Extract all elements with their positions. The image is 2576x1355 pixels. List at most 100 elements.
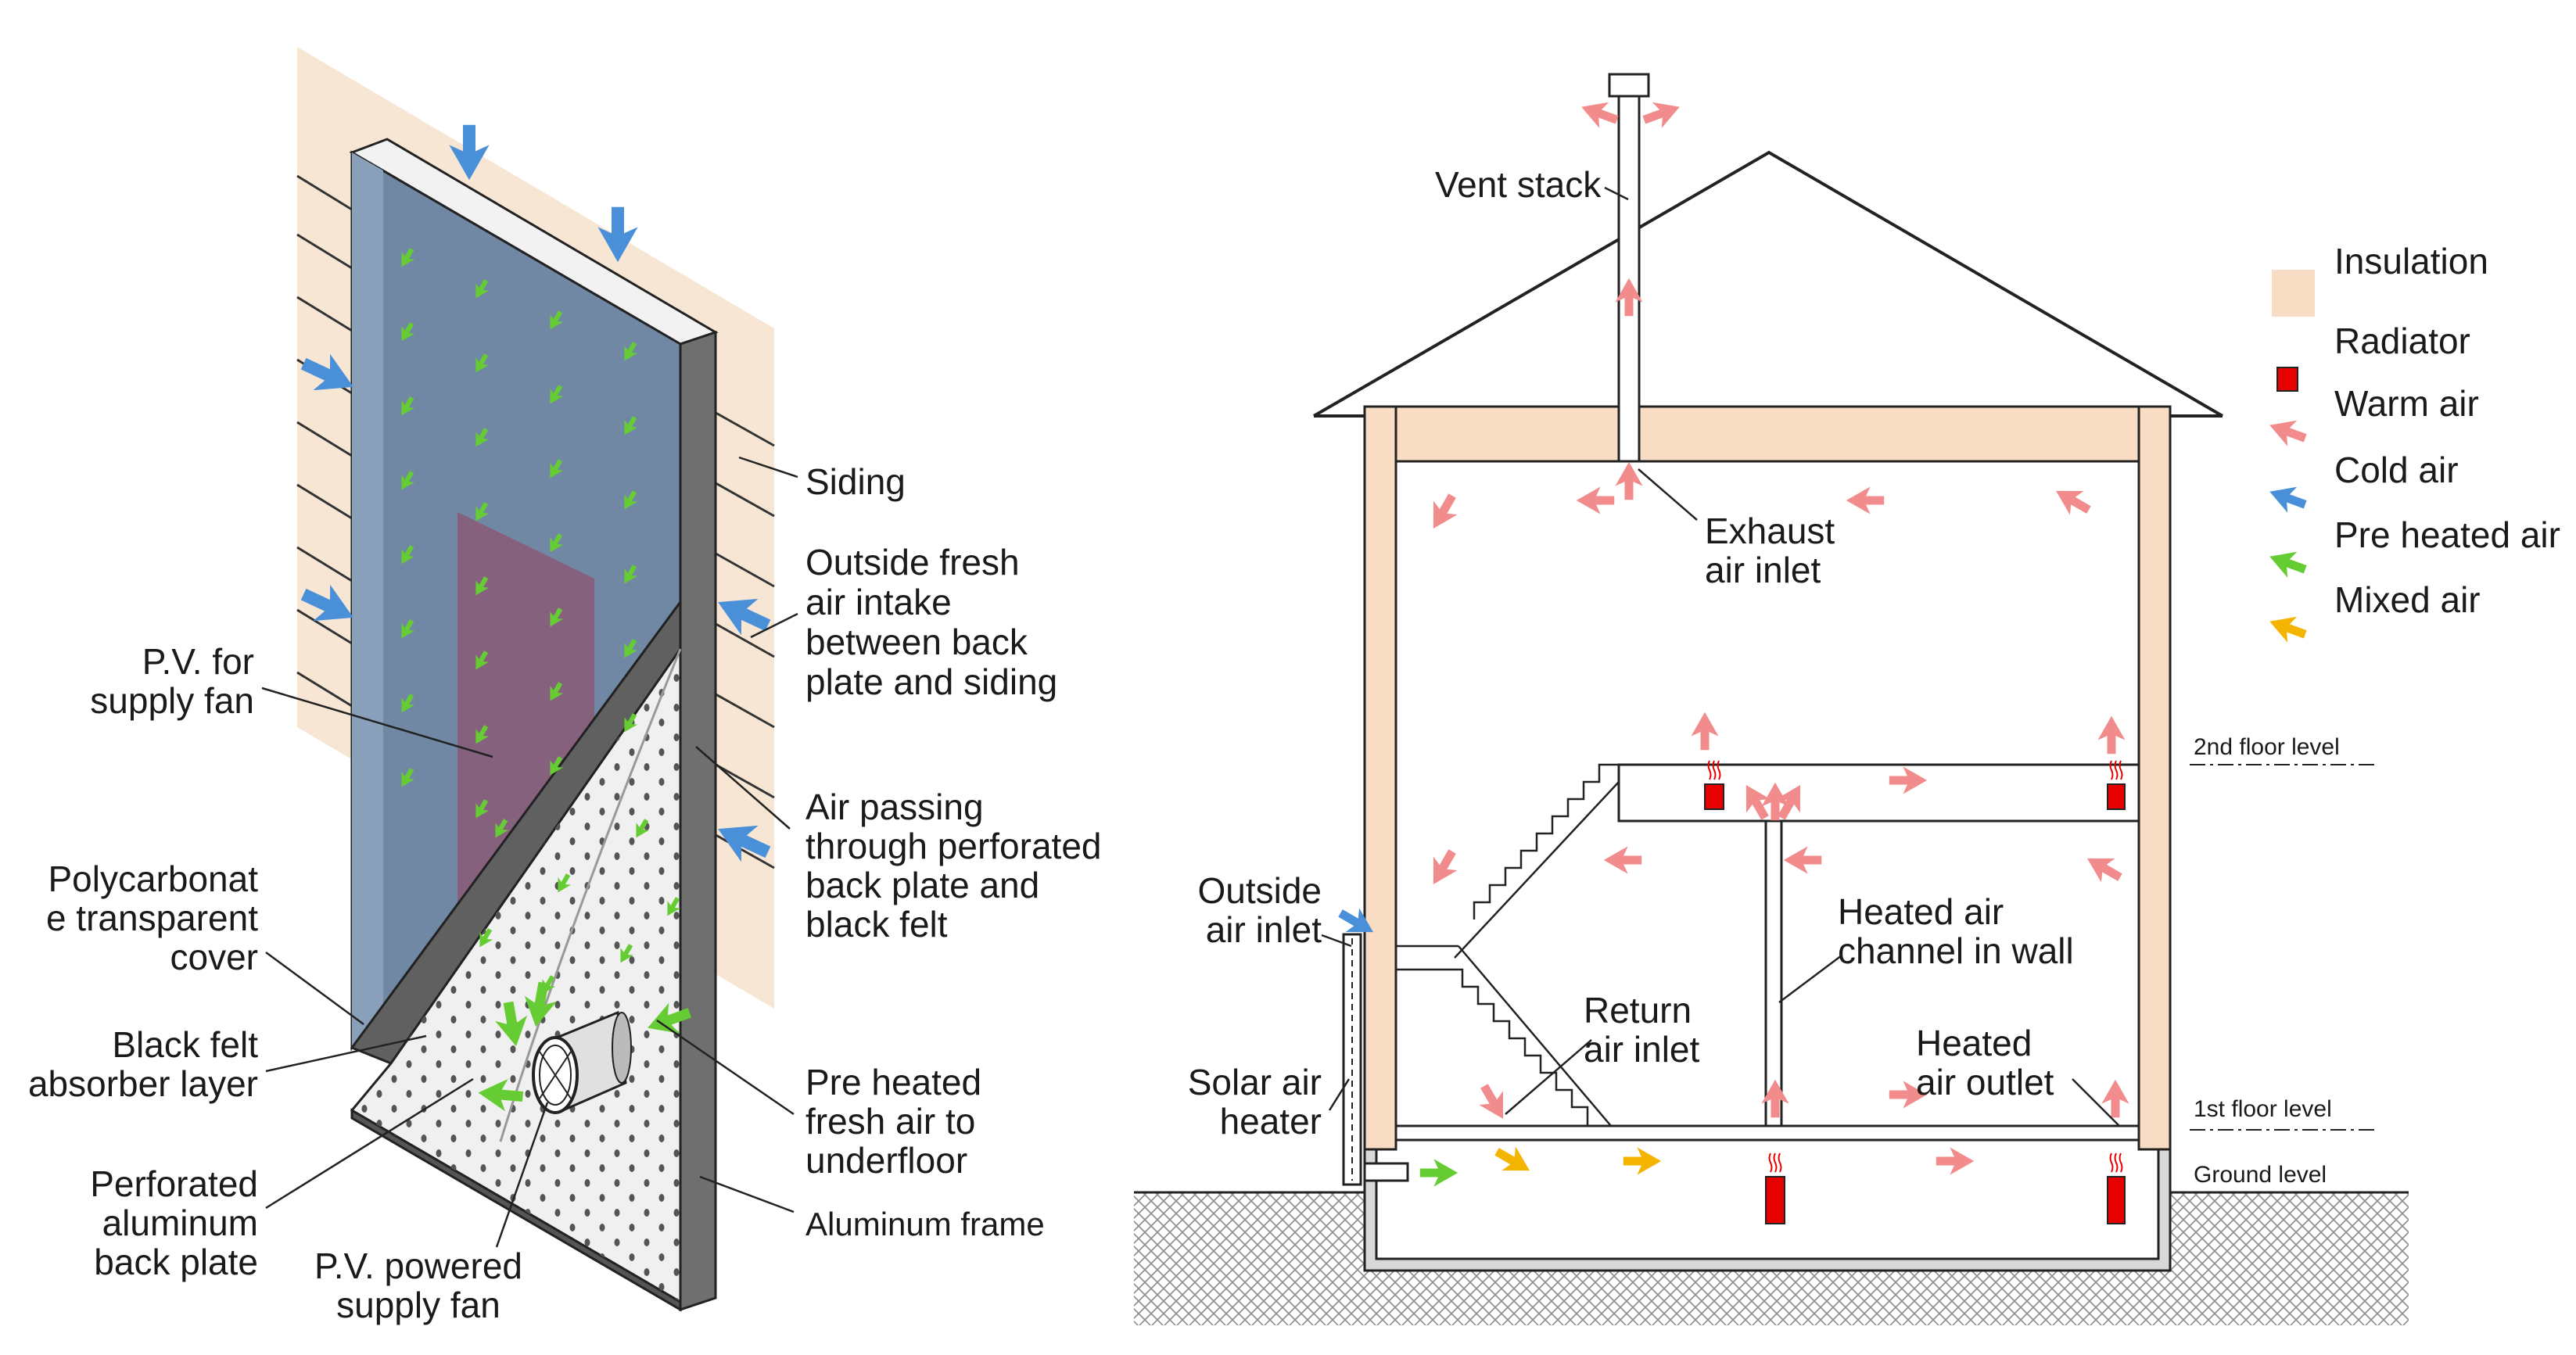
label-preheated-2: fresh air to — [805, 1101, 975, 1142]
roof — [1312, 150, 2224, 418]
left-labels: Siding Outside fresh air intake between … — [28, 461, 1102, 1325]
warm-air-arrow — [1615, 461, 1643, 500]
warm-air-arrow — [1745, 785, 1771, 820]
warm-air-arrow — [1433, 493, 1458, 529]
label-air-passing-4: black felt — [805, 904, 948, 945]
preheated-air-arrow — [550, 756, 564, 776]
left-air-arrows — [300, 124, 771, 1112]
label-floor2: 2nd floor level — [2194, 734, 2340, 760]
solar-air-heater — [1342, 933, 1409, 1186]
preheated-air-arrow — [624, 416, 638, 436]
second-floor-duct — [1617, 763, 2140, 823]
label-outside-inlet-1: Outside — [1197, 870, 1322, 911]
cold-air-arrow — [718, 825, 771, 862]
preheated-air-arrow — [495, 819, 509, 838]
preheated-air-arrow — [648, 1002, 692, 1034]
label-heated-outlet-2: air outlet — [1916, 1062, 2054, 1102]
preheated-air-arrow — [401, 248, 415, 267]
warm-air-arrow — [2087, 858, 2122, 883]
preheated-air-arrow — [475, 279, 490, 299]
radiator — [2107, 783, 2126, 810]
preheated-air-arrow — [624, 565, 638, 584]
warm-air-arrow — [1581, 102, 1619, 128]
preheated-air-arrow — [667, 897, 681, 916]
heat-wave — [1707, 760, 1712, 780]
preheated-air-arrow — [550, 385, 564, 404]
heat-wave — [2119, 1152, 2123, 1173]
warm-air-arrow — [1846, 486, 1885, 514]
preheated-air-arrow — [495, 1001, 528, 1047]
label-perforated-3: back plate — [94, 1242, 258, 1282]
preheated-air-arrow — [624, 713, 638, 733]
left-leader-lines — [261, 456, 798, 1248]
preheated-air-arrow — [550, 682, 564, 701]
preheated-air-arrow — [550, 459, 564, 479]
heat-wave — [2109, 760, 2114, 780]
label-air-passing-3: back plate and — [805, 865, 1039, 905]
legend-swatch-preheated — [2269, 551, 2307, 578]
legend-label-preheated: Pre heated air — [2334, 514, 2560, 555]
legend-label-mixed: Mixed air — [2334, 579, 2481, 620]
label-return-2: air inlet — [1584, 1029, 1700, 1070]
warm-air-arrow — [2097, 715, 2126, 755]
preheated-air-arrow — [550, 608, 564, 627]
preheated-air-arrow — [478, 1078, 524, 1112]
warm-air-arrow — [1576, 486, 1615, 514]
label-pv-fan-2: supply fan — [336, 1285, 500, 1325]
mixed-air-arrow — [1623, 1147, 1662, 1175]
warm-air-arrow — [1783, 846, 1822, 874]
label-exhaust-2: air inlet — [1705, 550, 1821, 590]
warm-air-arrow — [2056, 490, 2091, 515]
label-heated-outlet-1: Heated — [1916, 1023, 2032, 1063]
insulation-right-wall — [2137, 405, 2172, 1151]
radiator — [1765, 1176, 1785, 1224]
heat-wave — [1778, 1152, 1782, 1173]
heat-wave — [1717, 760, 1721, 780]
cold-air-arrow — [300, 353, 353, 391]
preheated-air-arrow — [1419, 1159, 1458, 1187]
wall-collector-illustration — [296, 47, 775, 1312]
radiator — [2107, 1176, 2126, 1224]
heat-wave — [2109, 1152, 2114, 1173]
heated-air-channel — [1764, 819, 1783, 1127]
preheated-air-arrow — [401, 322, 415, 342]
vent-stack — [1617, 92, 1641, 463]
label-perforated-1: Perforated — [90, 1163, 258, 1204]
label-air-passing-1: Air passing — [805, 787, 984, 827]
warm-air-arrow — [1761, 1079, 1789, 1118]
preheated-air-arrow — [475, 725, 490, 744]
preheated-air-arrow — [401, 768, 415, 787]
preheated-air-arrow — [475, 651, 490, 670]
legend-swatch-radiator — [2276, 367, 2298, 392]
label-pv-supply-2: supply fan — [90, 680, 254, 721]
label-polycarbonate-2: e transparent — [46, 898, 258, 938]
label-heated-channel-1: Heated air — [1838, 891, 2004, 932]
warm-air-arrow — [1936, 1147, 1975, 1175]
supply-fan — [532, 1010, 632, 1114]
label-pv-supply-1: P.V. for — [142, 641, 254, 682]
preheated-air-arrow — [550, 533, 564, 553]
warm-air-arrow — [1603, 846, 1642, 874]
cold-air-arrow — [718, 598, 771, 636]
label-ground: Ground level — [2194, 1162, 2327, 1188]
preheated-air-arrow — [475, 502, 490, 522]
preheated-air-arrow — [624, 639, 638, 658]
preheated-air-arrow — [624, 342, 638, 361]
preheated-air-arrow — [524, 981, 557, 1027]
heat-wave — [2119, 760, 2123, 780]
radiators — [1704, 760, 2126, 1224]
label-perforated-2: aluminum — [102, 1203, 258, 1243]
heat-wave — [1768, 1152, 1773, 1173]
ground-hatch-left — [1134, 1192, 1365, 1325]
label-heated-channel-2: channel in wall — [1838, 930, 2074, 971]
preheated-air-arrow — [620, 944, 634, 963]
preheated-air-arrow — [624, 490, 638, 510]
heat-wave — [2114, 1152, 2119, 1173]
label-intake-2: air intake — [805, 582, 952, 622]
warm-air-arrow — [1433, 849, 1458, 884]
preheated-air-arrow — [550, 310, 564, 330]
label-exhaust-1: Exhaust — [1705, 511, 1835, 551]
cold-air-arrow — [449, 124, 490, 181]
warm-air-arrow — [1776, 785, 1801, 820]
